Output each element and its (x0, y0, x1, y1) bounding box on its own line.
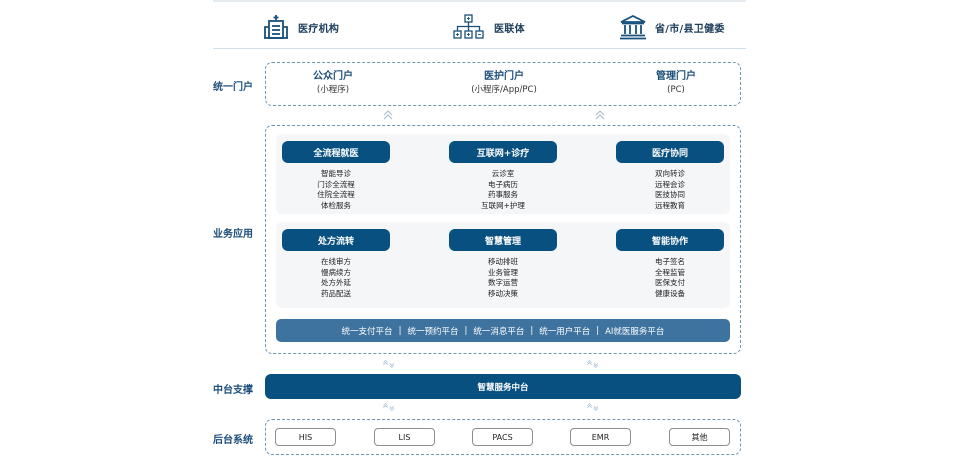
system-pacs[interactable]: PACS (472, 428, 533, 446)
header-item-medical-alliance: 医联体 (452, 12, 525, 42)
card-item: 全程监管 (655, 267, 685, 277)
card-item: 门诊全流程 (317, 179, 355, 189)
card-title: 互联网+诊疗 (449, 141, 557, 163)
portal-title: 公众门户 (313, 71, 353, 82)
card-title: 智能协作 (616, 229, 724, 251)
card-item: 数字运营 (488, 278, 518, 287)
business-card[interactable]: 智慧管理 移动排班 业务管理 数字运营 移动决策 (449, 229, 557, 299)
bidirectional-arrow-icon (383, 402, 395, 412)
top-divider (213, 0, 746, 2)
card-item: 云诊室 (491, 169, 515, 178)
card-item: 移动决策 (488, 288, 518, 298)
header-label: 医联体 (494, 23, 525, 35)
platform-separator: | (398, 325, 402, 336)
org-network-icon (453, 14, 484, 39)
row-label-middle: 中台支撑 (213, 385, 253, 396)
card-item: 电子病历 (488, 179, 518, 189)
header-label: 医疗机构 (298, 23, 340, 35)
row-label-portal: 统一门户 (213, 82, 253, 93)
backend-group (265, 419, 741, 455)
platform-item[interactable]: 统一支付平台 (341, 326, 393, 337)
card-item: 处方外延 (321, 278, 351, 287)
portal-subtitle: (小程序) (316, 85, 350, 95)
header-item-medical-institution: 医疗机构 (262, 12, 339, 42)
card-item: 医保支付 (655, 278, 685, 287)
card-item: 业务管理 (488, 267, 518, 277)
card-item: 在线审方 (321, 257, 351, 266)
business-card[interactable]: 互联网+诊疗 云诊室 电子病历 药事服务 互联网+护理 (449, 141, 557, 211)
portal-title: 医护门户 (484, 71, 524, 82)
row-label-backend: 后台系统 (213, 435, 253, 446)
card-item: 体检服务 (321, 200, 351, 210)
card-title: 处方流转 (282, 229, 390, 251)
portal-title: 管理门户 (656, 71, 696, 82)
portal-management[interactable]: 管理门户 (PC) (606, 70, 746, 97)
card-item: 医技协同 (655, 190, 685, 199)
header-item-health-commission: 省/市/县卫健委 (619, 12, 725, 42)
card-item: 智能导诊 (321, 169, 351, 178)
platform-separator: | (596, 325, 600, 336)
platform-separator: | (464, 325, 468, 336)
unified-platforms-bar: 统一支付平台 | 统一预约平台 | 统一消息平台 | 统一用户平台 | AI就医… (276, 319, 730, 342)
smart-service-middle-platform[interactable]: 智慧服务中台 (265, 374, 741, 399)
card-item: 双向转诊 (655, 169, 685, 178)
row-label-business: 业务应用 (213, 229, 253, 240)
portal-public[interactable]: 公众门户 (小程序) (263, 70, 403, 97)
card-item: 药品配送 (321, 288, 351, 298)
hospital-building-icon (264, 15, 288, 39)
card-item: 互联网+护理 (481, 200, 525, 210)
double-chevron-up-icon (383, 110, 393, 120)
middle-platform-label: 智慧服务中台 (477, 382, 529, 393)
card-title: 医疗协同 (616, 141, 724, 163)
business-group (265, 125, 741, 354)
card-title: 智慧管理 (449, 229, 557, 251)
business-card[interactable]: 全流程就医 智能导诊 门诊全流程 住院全流程 体检服务 (282, 141, 390, 211)
header-label: 省/市/县卫健委 (655, 23, 725, 35)
bidirectional-arrow-icon (383, 359, 395, 369)
system-emr[interactable]: EMR (570, 428, 631, 446)
platform-separator: | (530, 325, 534, 336)
government-building-icon (620, 14, 646, 40)
card-item: 住院全流程 (317, 190, 355, 199)
card-item: 远程会诊 (655, 179, 685, 189)
portal-group (265, 62, 741, 106)
platform-item[interactable]: 统一预约平台 (407, 326, 459, 337)
business-card[interactable]: 处方流转 在线审方 慢病续方 处方外延 药品配送 (282, 229, 390, 299)
platform-item[interactable]: 统一用户平台 (539, 326, 591, 337)
card-item: 健康设备 (655, 288, 685, 298)
header-divider (213, 48, 746, 49)
bidirectional-arrow-icon (587, 402, 599, 412)
card-item: 电子签名 (655, 257, 685, 266)
system-lis[interactable]: LIS (374, 428, 435, 446)
card-item: 移动排班 (488, 257, 518, 266)
platform-item[interactable]: 统一消息平台 (473, 326, 525, 337)
system-his[interactable]: HIS (275, 428, 336, 446)
double-chevron-up-icon (595, 110, 605, 120)
system-other[interactable]: 其他 (669, 428, 730, 446)
card-item: 慢病续方 (321, 267, 351, 277)
card-title: 全流程就医 (282, 141, 390, 163)
bidirectional-arrow-icon (587, 359, 599, 369)
portal-subtitle: (PC) (667, 85, 685, 95)
card-item: 药事服务 (488, 190, 518, 199)
card-item: 远程教育 (655, 200, 685, 210)
platform-item[interactable]: AI就医服务平台 (605, 326, 665, 337)
business-card[interactable]: 医疗协同 双向转诊 远程会诊 医技协同 远程教育 (616, 141, 724, 211)
portal-subtitle: (小程序/App/PC) (471, 85, 537, 95)
business-card[interactable]: 智能协作 电子签名 全程监管 医保支付 健康设备 (616, 229, 724, 299)
portal-medical-staff[interactable]: 医护门户 (小程序/App/PC) (434, 70, 574, 97)
